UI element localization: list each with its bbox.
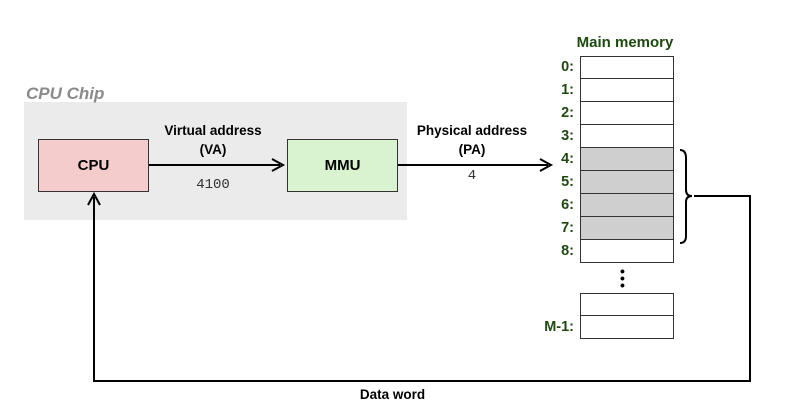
virtual-address-value: 4100 <box>196 177 230 193</box>
memory-cell-0 <box>580 56 674 79</box>
memory-cells <box>580 56 674 263</box>
physical-address-value: 4 <box>467 168 477 184</box>
physical-address-line2: (PA) <box>458 142 486 157</box>
physical-address-line1: Physical address <box>416 123 528 138</box>
memory-cell-last-b <box>580 316 674 339</box>
memory-addr-4: 4: <box>561 151 574 167</box>
bracket <box>679 149 693 244</box>
cpu-chip-title: CPU Chip <box>26 84 105 103</box>
virtual-address-line2: (VA) <box>199 142 227 157</box>
memory-address-column: 0: 1: 2: 3: 4: 5: 6: 7: 8: <box>534 56 574 263</box>
memory-cell-4 <box>580 148 674 171</box>
cpu-box: CPU <box>38 139 149 192</box>
memory-addr-5: 5: <box>561 174 574 190</box>
memory-addr-8: 8: <box>561 243 574 259</box>
memory-cell-1 <box>580 79 674 102</box>
memory-addr-6: 6: <box>561 197 574 213</box>
memory-cell-3 <box>580 125 674 148</box>
memory-cell-2 <box>580 102 674 125</box>
memory-ellipsis: ••• <box>620 263 625 293</box>
memory-addr-2: 2: <box>561 105 574 121</box>
virtual-address-label: Virtual address (VA) <box>148 121 278 159</box>
va-arrow-head <box>271 158 286 172</box>
memory-addr-last: M-1: <box>544 319 574 335</box>
memory-cell-8 <box>580 240 674 263</box>
memory-cell-5 <box>580 171 674 194</box>
mmu-label: MMU <box>324 157 361 174</box>
cpu-label: CPU <box>77 157 110 174</box>
memory-cell-last <box>580 293 674 316</box>
pa-arrow-head <box>539 158 554 172</box>
memory-last-cell-group <box>580 293 674 339</box>
data-word-label: Data word <box>359 387 426 402</box>
data-word-arrow-head <box>87 191 101 206</box>
physical-address-label: Physical address (PA) <box>402 121 542 159</box>
memory-cell-6 <box>580 194 674 217</box>
mmu-box: MMU <box>287 139 398 192</box>
main-memory-title: Main memory <box>576 34 674 51</box>
memory-addr-0: 0: <box>561 59 574 75</box>
memory-addr-7: 7: <box>561 220 574 236</box>
memory-cell-7 <box>580 217 674 240</box>
memory-addr-1: 1: <box>561 82 574 98</box>
memory-addr-3: 3: <box>561 128 574 144</box>
virtual-address-line1: Virtual address <box>164 123 262 138</box>
data-word-path <box>93 195 751 382</box>
